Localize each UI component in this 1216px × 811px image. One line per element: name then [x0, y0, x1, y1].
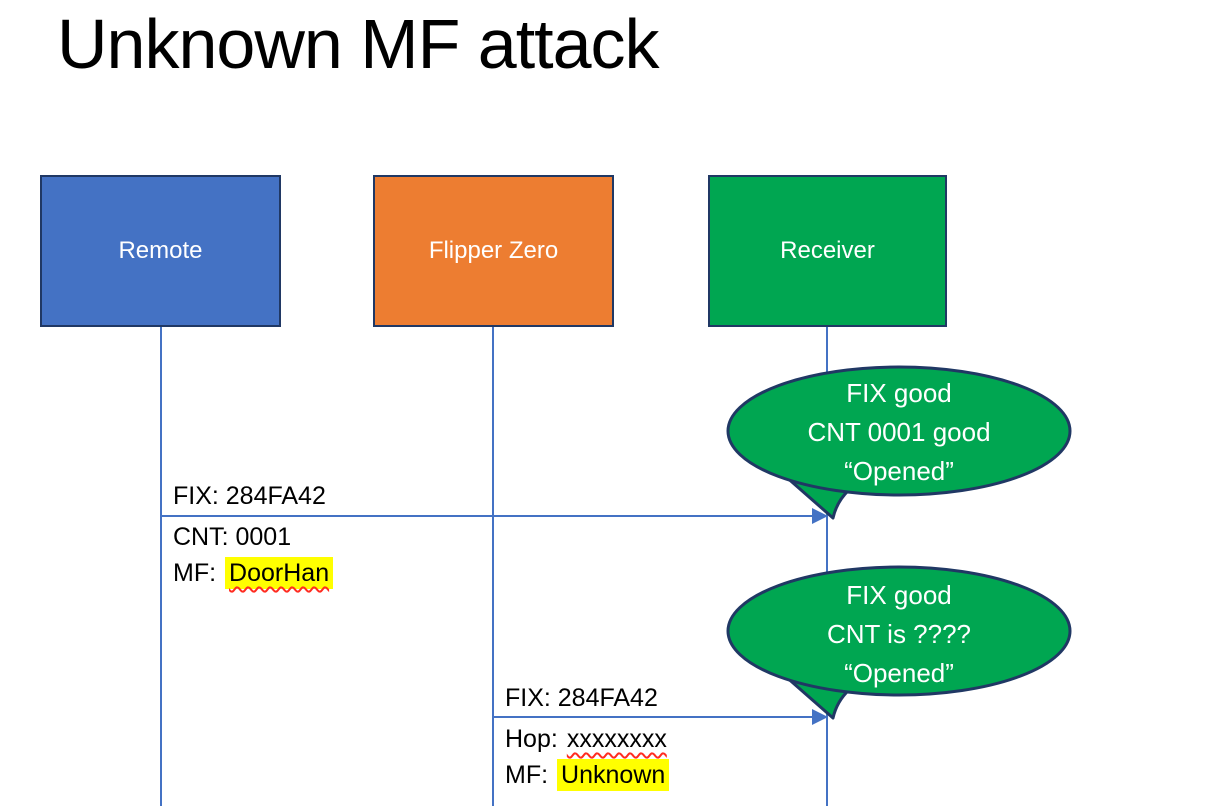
- actor-box-remote: Remote: [40, 175, 281, 327]
- actor-box-receiver: Receiver: [708, 175, 947, 327]
- message2-arrowhead-icon: [812, 709, 828, 725]
- bubble2-line3: “Opened”: [844, 658, 954, 688]
- lifeline-receiver: [826, 327, 828, 806]
- actor-label-remote: Remote: [118, 237, 203, 264]
- lifeline-flipper-zero: [492, 327, 494, 806]
- message2-mf-label: MF: Unknown: [505, 759, 670, 791]
- message2-mf-prefix: MF:: [505, 761, 549, 789]
- message2-hop-prefix: Hop:: [505, 725, 558, 753]
- bubble2-line1: FIX good: [846, 580, 952, 610]
- bubble1-line2: CNT 0001 good: [807, 417, 991, 447]
- message1-cnt-label: CNT: 0001: [173, 522, 291, 552]
- message1-arrow-line: [161, 515, 814, 517]
- actor-box-flipper-zero: Flipper Zero: [373, 175, 614, 327]
- speech-bubble-1: [726, 365, 1072, 520]
- message2-arrow-line: [493, 716, 814, 718]
- actor-label-receiver: Receiver: [780, 237, 875, 264]
- speech-bubble-2-text: FIX good CNT is ???? “Opened”: [759, 576, 1039, 693]
- message2-mf-value-highlighted: Unknown: [557, 759, 670, 791]
- message1-fix-label: FIX: 284FA42: [173, 481, 326, 511]
- message2-hop-value: xxxxxxxx: [566, 725, 667, 753]
- speech-bubble-2-ellipse: [726, 565, 1072, 697]
- bubble1-line1: FIX good: [846, 378, 952, 408]
- bubble1-line3: “Opened”: [844, 456, 954, 486]
- message1-fix-text: FIX: 284FA42: [173, 482, 326, 510]
- message1-mf-value-highlighted: DoorHan: [225, 557, 334, 589]
- lifeline-remote: [160, 327, 162, 806]
- message2-fix-text: FIX: 284FA42: [505, 684, 658, 712]
- message1-mf-label: MF: DoorHan: [173, 557, 334, 589]
- speech-bubble-1-text: FIX good CNT 0001 good “Opened”: [759, 374, 1039, 491]
- message1-cnt-text: CNT: 0001: [173, 523, 292, 551]
- speech-bubble-1-ellipse: [726, 365, 1072, 497]
- message2-hop-label: Hop: xxxxxxxx: [505, 724, 667, 754]
- bubble2-line2: CNT is ????: [826, 619, 972, 649]
- actor-label-flipper-zero: Flipper Zero: [428, 237, 559, 264]
- message1-mf-prefix: MF:: [173, 559, 217, 587]
- message2-fix-label: FIX: 284FA42: [505, 683, 658, 713]
- speech-bubble-2: [726, 565, 1072, 720]
- slide-title: Unknown MF attack: [57, 5, 660, 83]
